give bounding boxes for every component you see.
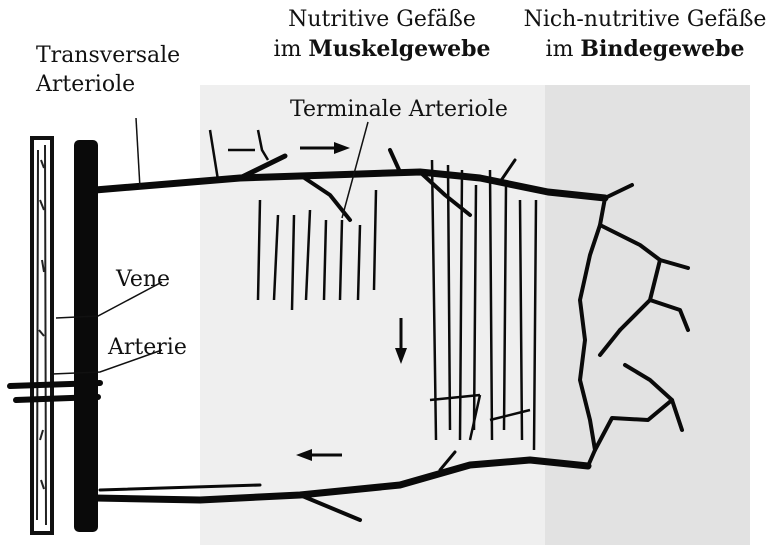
nonnutritive-vessels-header: Nich-nutritive Gefäße im Bindegewebe <box>515 6 775 64</box>
nutritive-header-line2: im Muskelgewebe <box>262 35 502 65</box>
nonnutritive-header-line2: im Bindegewebe <box>515 35 775 65</box>
connective-tissue-region <box>545 85 750 545</box>
transversale-arteriole-label: Transversale Arteriole <box>36 42 180 99</box>
nutritive-header-prefix: im <box>274 37 309 62</box>
vene-label: Vene <box>116 266 170 295</box>
vein-vessel <box>32 138 52 533</box>
arterie-label: Arterie <box>108 334 187 363</box>
nonnutritive-header-bold: Bindegewebe <box>580 36 744 62</box>
transversale-label-line1: Transversale <box>36 42 180 71</box>
nutritive-header-line1: Nutritive Gefäße <box>262 6 502 35</box>
artery-vessel <box>74 140 98 532</box>
transversale-label-line2: Arteriole <box>36 71 180 100</box>
terminale-arteriole-label: Terminale Arteriole <box>290 96 508 125</box>
nonnutritive-header-prefix: im <box>546 37 581 62</box>
nonnutritive-header-line1: Nich-nutritive Gefäße <box>515 6 775 35</box>
muscle-tissue-region <box>200 85 545 545</box>
nutritive-vessels-header: Nutritive Gefäße im Muskelgewebe <box>262 6 502 64</box>
nutritive-header-bold: Muskelgewebe <box>308 36 490 62</box>
